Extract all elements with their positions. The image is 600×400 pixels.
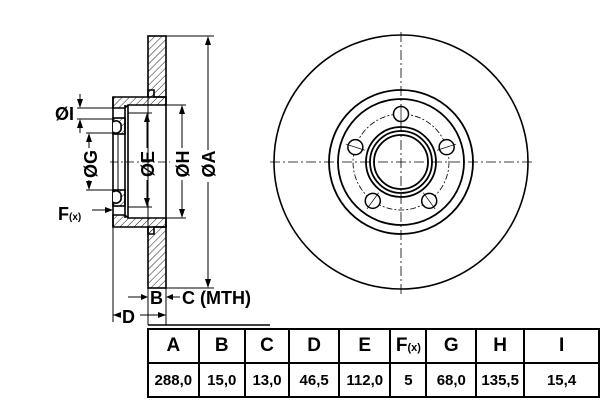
label-c: C (MTH) (182, 288, 251, 308)
table-value-a: 288,0 (147, 362, 200, 398)
table-header-g: G (425, 328, 478, 364)
table-header-h: H (475, 328, 526, 364)
bolt-hole-centerline (345, 143, 365, 151)
dimension-lines (77, 35, 270, 326)
table-value-e: 112,0 (338, 362, 392, 398)
bolt-holes (345, 104, 457, 210)
table-header-a: A (147, 328, 200, 364)
table-header-d: D (288, 328, 341, 364)
header-text: B (214, 335, 229, 356)
label-b: B (150, 288, 163, 308)
bolt-hole-centerline (423, 192, 436, 210)
table-value-i: 15,4 (523, 362, 600, 398)
header-text: G (443, 335, 459, 356)
label-dia-h: ØH (173, 151, 193, 178)
label-dia-i: ØI (55, 104, 74, 124)
header-text: A (166, 335, 181, 356)
table-value-b: 15,0 (197, 362, 246, 398)
table-value-c: 13,0 (243, 362, 291, 398)
side-section-view (110, 35, 170, 289)
header-text: C (260, 335, 274, 356)
table-header-c: C (243, 328, 291, 364)
table-header-e: E (338, 328, 392, 364)
front-view (270, 32, 532, 294)
label-f: F(x) (58, 204, 81, 224)
bolt-hole-centerline (437, 143, 457, 151)
label-dia-g: ØG (81, 150, 101, 178)
table-value-g: 68,0 (425, 362, 478, 398)
header-text: I (558, 335, 565, 356)
table-value-h: 135,5 (475, 362, 526, 398)
label-dia-a: ØA (199, 150, 219, 177)
header-text: D (307, 335, 321, 356)
table-header-b: B (197, 328, 246, 364)
header-subscript: (x) (407, 342, 421, 354)
label-dia-e: ØE (138, 151, 158, 177)
header-text: F (395, 335, 408, 356)
label-d: D (122, 307, 135, 327)
bolt-hole-centerline (366, 192, 379, 210)
table-header-i: I (523, 328, 600, 364)
header-text: H (493, 335, 508, 356)
table-header-f: F(x) (389, 328, 428, 364)
table-value-f: 5 (389, 362, 428, 398)
header-text: E (358, 335, 372, 356)
table-value-d: 46,5 (288, 362, 341, 398)
